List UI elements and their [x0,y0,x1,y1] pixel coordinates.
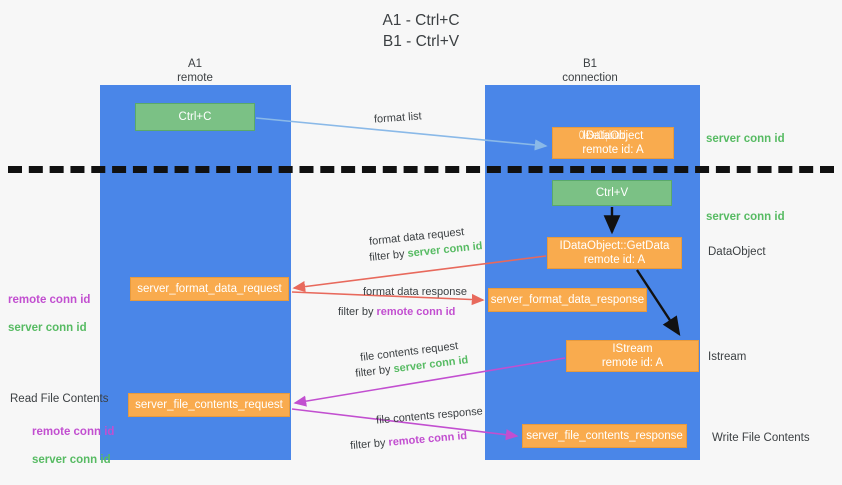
filter-prefix: filter by [368,247,409,264]
node-server-file-contents-request[interactable]: server_file_contents_request [128,393,290,417]
column-header-a1: A1 remote [177,58,213,84]
edge-label-format-data-response-filter: filter by remote conn id [338,305,455,320]
annotation-remote-conn-id: remote conn id [8,294,91,306]
node-server-file-contents-request-label: server_file_contents_request [135,399,283,411]
node-ole-set-clipboard-idataobject-title: IDataObject OleSetClipboard [579,129,644,143]
node-ole-set-clipboard-sub: remote id: A [582,144,644,156]
node-idataobject-getdata-sub: remote id: A [583,254,646,266]
column-header-b1: B1 connection [562,58,618,84]
phase-separator-line [8,166,834,173]
edge-label-file-contents-response-filter: filter by remote conn id [350,429,468,454]
node-ctrl-v-label: Ctrl+V [595,187,629,199]
node-ole-set-clipboard-idataobject[interactable]: IDataObject OleSetClipboard remote id: A [552,127,674,159]
edge-label-file-contents-response: file contents response [375,405,484,427]
filter-prefix: filter by [338,306,377,318]
filter-key-remote-conn-id: remote conn id [376,306,456,318]
annotation-remote-conn-id: remote conn id [32,426,115,438]
node-ctrl-c-label: Ctrl+C [178,111,212,123]
node-ctrl-c[interactable]: Ctrl+C [135,103,255,131]
node-server-format-data-request[interactable]: server_format_data_request [130,277,289,301]
node-server-format-data-request-label: server_format_data_request [137,283,282,295]
node-server-format-data-response[interactable]: server_format_data_response [488,288,647,312]
annotation-conn-ids-lower: remote conn id server conn id [32,411,114,481]
page-title: A1 - Ctrl+C B1 - Ctrl+V [382,12,460,50]
node-ctrl-v[interactable]: Ctrl+V [552,180,672,206]
annotation-read-file-contents: Read File Contents [10,393,109,405]
filter-key-remote-conn-id: remote conn id [388,429,468,449]
annotation-write-file-contents: Write File Contents [712,432,810,444]
annotation-server-conn-id: server conn id [32,454,111,466]
filter-prefix: filter by [349,436,390,453]
node-idataobject-label: IDataObject [582,130,644,142]
edge-label-format-list: format list [373,110,423,126]
annotation-server-conn-id-top: server conn id [706,133,785,145]
annotation-istream: Istream [708,351,747,363]
node-server-file-contents-response[interactable]: server_file_contents_response [522,424,687,448]
annotation-dataobject: DataObject [708,246,766,258]
annotation-server-conn-id-mid: server conn id [706,211,785,223]
node-server-format-data-response-label: server_format_data_response [490,294,645,306]
node-idataobject-getdata-label: IDataObject::GetData [559,240,670,252]
filter-prefix: filter by [354,363,395,380]
annotation-conn-ids-upper: remote conn id server conn id [8,279,90,349]
annotation-server-conn-id: server conn id [8,322,87,334]
node-olesetclipboard-overlap-label: OleSetClipboard [578,130,626,142]
node-idataobject-getdata[interactable]: IDataObject::GetData remote id: A [547,237,682,269]
edge-label-format-data-response: format data response [363,286,467,298]
node-istream-sub: remote id: A [601,357,664,369]
node-istream-label: IStream [612,343,653,355]
node-server-file-contents-response-label: server_file_contents_response [526,430,683,442]
node-istream[interactable]: IStream remote id: A [566,340,699,372]
